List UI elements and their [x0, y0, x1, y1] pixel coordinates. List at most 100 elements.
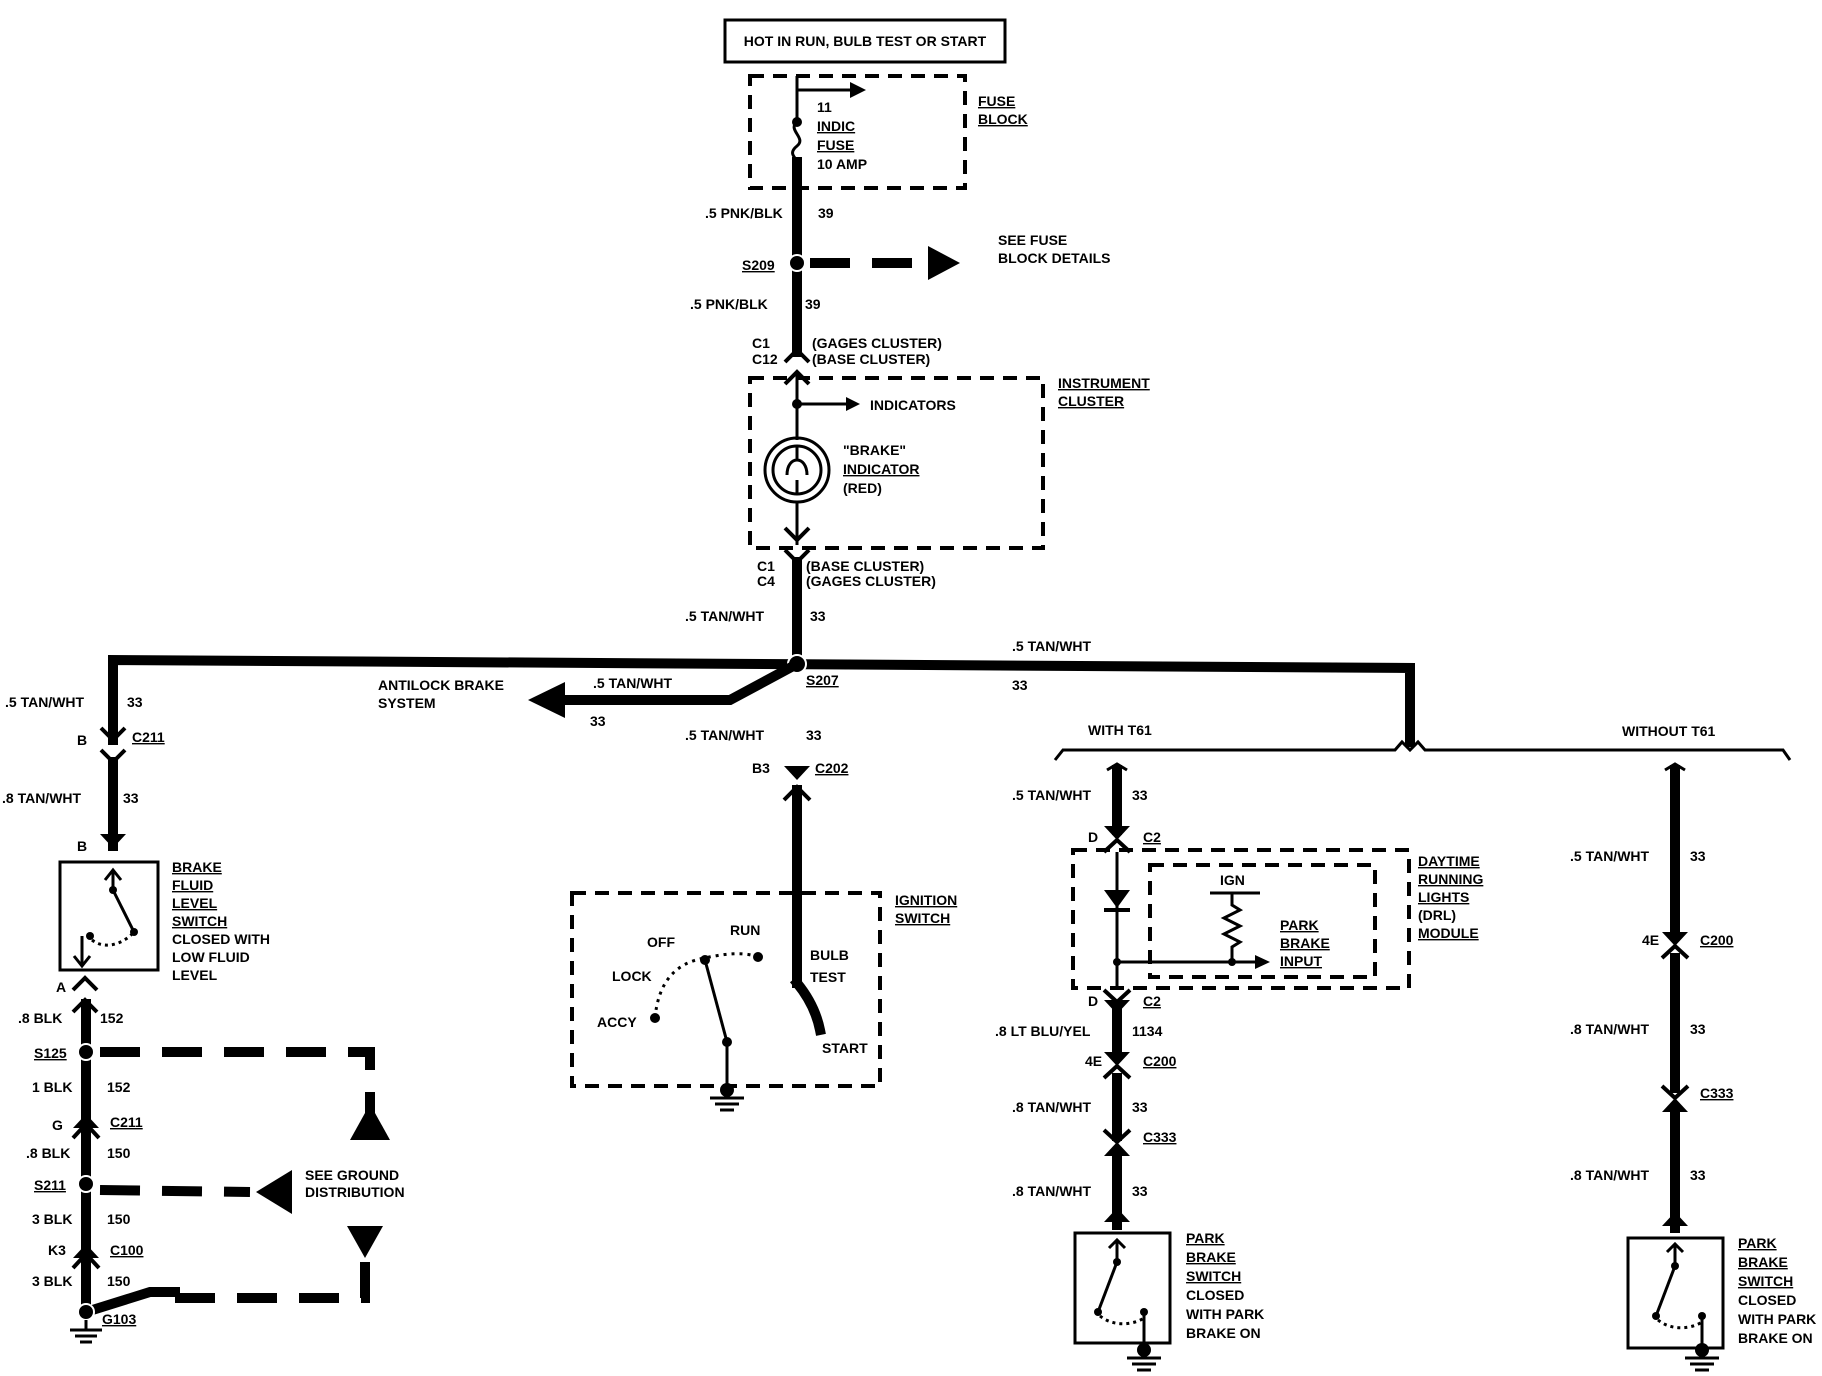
- splice-s125: [77, 1043, 95, 1061]
- t61-c333-label: C333: [1143, 1129, 1177, 1145]
- splice-s209-label: S209: [742, 257, 775, 273]
- ground-icon: [70, 1320, 102, 1344]
- without-t61-branch: .5 TAN/WHT 33 4E C200 .8 TAN/WHT 33 C333…: [1570, 762, 1816, 1372]
- g1-gauge: 1 BLK: [32, 1079, 72, 1095]
- conn-pin: C12: [752, 351, 778, 367]
- drl-title: (DRL): [1418, 907, 1456, 923]
- no-b-gauge: .8 TAN/WHT: [1570, 1021, 1650, 1037]
- g1-circuit: 152: [107, 1079, 131, 1095]
- t61-b-circuit: 1134: [1132, 1023, 1163, 1039]
- left-a-circuit: 33: [127, 694, 143, 710]
- arrow-left-icon: [528, 682, 565, 718]
- bf-out-pin: A: [56, 979, 66, 995]
- t61-a-gauge: .5 TAN/WHT: [1012, 787, 1092, 803]
- arrow-up-icon: [350, 1104, 390, 1140]
- fuse-block-title-1: FUSE: [978, 93, 1015, 109]
- no-b-circuit: 33: [1690, 1021, 1706, 1037]
- fuse-block-outline: [748, 74, 967, 190]
- instrument-cluster-outline: [748, 376, 1045, 550]
- arrow-right-icon: [928, 246, 960, 280]
- ign-title-1: IGNITION: [895, 892, 957, 908]
- no-c200-label: C200: [1700, 932, 1734, 948]
- bf-out-gauge: .8 BLK: [18, 1010, 62, 1026]
- pb-label: SWITCH: [1186, 1268, 1241, 1284]
- option-divider: WITH T61 WITHOUT T61: [1053, 715, 1792, 761]
- left-b-circuit: 33: [123, 790, 139, 806]
- ground-icon: [710, 1090, 744, 1112]
- conn-pin: C1: [752, 335, 770, 351]
- conn-pin: C1: [757, 558, 775, 574]
- park-switch-contact-icon: [1654, 1265, 1677, 1317]
- bulb-label-2: INDICATOR: [843, 461, 919, 477]
- no-c333-label: C333: [1700, 1085, 1734, 1101]
- drl-inner-outline: [1148, 863, 1377, 979]
- t61-c200-pin: 4E: [1085, 1053, 1102, 1069]
- drl-out-label: C2: [1143, 993, 1161, 1009]
- conn-note: (BASE CLUSTER): [812, 351, 930, 367]
- with-t61-label: WITH T61: [1088, 722, 1152, 738]
- cluster-title-1: INSTRUMENT: [1058, 375, 1150, 391]
- arrow-left-icon: [256, 1170, 292, 1214]
- pb2-label: WITH PARK: [1738, 1311, 1816, 1327]
- c100-pin: K3: [48, 1242, 66, 1258]
- pos-off: OFF: [647, 934, 675, 950]
- splice-s211-label: S211: [34, 1177, 66, 1193]
- no-a-circuit: 33: [1690, 848, 1706, 864]
- pos-bulb: BULB: [810, 947, 849, 963]
- t61-a-circuit: 33: [1132, 787, 1148, 803]
- pos-accy: ACCY: [597, 1014, 637, 1030]
- c100-label: C100: [110, 1242, 144, 1258]
- cluster-connector-top: C1 C12 (GAGES CLUSTER) (BASE CLUSTER): [752, 335, 942, 386]
- wire-39-gauge-2: .5 PNK/BLK: [690, 296, 768, 312]
- conn-pin: C4: [757, 573, 775, 589]
- g3-circuit: 150: [107, 1211, 131, 1227]
- conn-note: (GAGES CLUSTER): [806, 573, 936, 589]
- bf-label: LOW FLUID: [172, 949, 250, 965]
- drl-title: MODULE: [1418, 925, 1479, 941]
- bf-out-circuit: 152: [100, 1010, 124, 1026]
- c202-label: C202: [815, 760, 849, 776]
- bf-label: CLOSED WITH: [172, 931, 270, 947]
- abs-gauge: .5 TAN/WHT: [593, 675, 673, 691]
- pos-test: TEST: [810, 969, 846, 985]
- pb-label: PARK: [1186, 1230, 1225, 1246]
- c211-label: C211: [132, 729, 165, 745]
- cluster-connector-bottom: C1 C4 (BASE CLUSTER) (GAGES CLUSTER): [757, 526, 936, 589]
- park-brake-switch-box: [1073, 1231, 1172, 1345]
- drl-in-pin: D: [1088, 829, 1098, 845]
- center-gauge: .5 TAN/WHT: [685, 727, 765, 743]
- bf-label: FLUID: [172, 877, 213, 893]
- ignition-branch: .5 TAN/WHT 33 B3 C202 OFF RUN LOCK ACCY …: [570, 727, 957, 1112]
- ground-icon: [1685, 1356, 1719, 1372]
- t61-b-gauge: .8 LT BLU/YEL: [995, 1023, 1091, 1039]
- no-c200-pin: 4E: [1642, 932, 1659, 948]
- power-source-box: [723, 18, 1007, 64]
- pb-label: BRAKE ON: [1186, 1325, 1261, 1341]
- g4-circuit: 150: [107, 1273, 131, 1289]
- drl-title: DAYTIME: [1418, 853, 1480, 869]
- with-t61-branch: .5 TAN/WHT 33 D C2 IGN PARK BRAKE INPUT …: [995, 762, 1483, 1372]
- without-t61-label: WITHOUT T61: [1622, 723, 1716, 739]
- see-ground-1: SEE GROUND: [305, 1167, 399, 1183]
- abs-label-2: SYSTEM: [378, 695, 436, 711]
- wire-39-circuit-1: 39: [818, 205, 834, 221]
- drl-title: LIGHTS: [1418, 889, 1469, 905]
- wire-trunk-gauge: .5 TAN/WHT: [685, 608, 765, 624]
- splice-s211: [77, 1175, 95, 1193]
- bf-label: SWITCH: [172, 913, 227, 929]
- instrument-cluster: INDICATORS "BRAKE" INDICATOR (RED) INSTR…: [748, 372, 1150, 550]
- power-source: HOT IN RUN, BULB TEST OR START: [723, 18, 1007, 64]
- abs-label-1: ANTILOCK BRAKE: [378, 677, 504, 693]
- pb2-label: CLOSED: [1738, 1292, 1796, 1308]
- splice-s209: S209 SEE FUSE BLOCK DETAILS: [742, 232, 1111, 280]
- bus-gauge: .5 TAN/WHT: [1012, 638, 1092, 654]
- ground-icon: [1127, 1356, 1161, 1372]
- g2-gauge: .8 BLK: [26, 1145, 70, 1161]
- drl-input-2: BRAKE: [1280, 935, 1330, 951]
- pb2-label: BRAKE: [1738, 1254, 1788, 1270]
- fuse-block-title-2: BLOCK: [978, 111, 1028, 127]
- no-a-gauge: .5 TAN/WHT: [1570, 848, 1650, 864]
- pos-run: RUN: [730, 922, 760, 938]
- pb-label: BRAKE: [1186, 1249, 1236, 1265]
- c202-pin: B3: [752, 760, 770, 776]
